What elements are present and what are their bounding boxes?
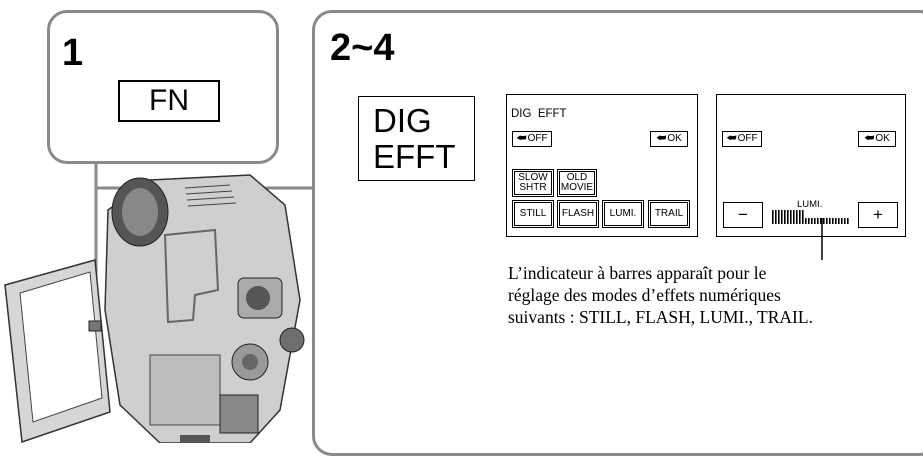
ok-label: OK [875, 134, 889, 145]
fn-button[interactable]: FN [118, 80, 220, 122]
level-bar-tick [847, 218, 849, 224]
level-bar-tick [790, 210, 792, 224]
level-bar-tick [814, 218, 816, 224]
level-bar-indicator [772, 209, 852, 225]
ok-button[interactable]: ⮨OK [858, 131, 896, 147]
return-icon: ⮨ [864, 133, 874, 145]
level-bar-tick [802, 210, 804, 224]
dig-efft-line1: DIG [373, 103, 464, 139]
trail-button[interactable]: TRAIL [648, 200, 690, 228]
level-bar-tick [772, 210, 774, 224]
ok-label: OK [667, 134, 681, 145]
level-bar-tick [805, 218, 807, 224]
return-icon: ⮨ [726, 133, 736, 145]
ok-button[interactable]: ⮨OK [650, 131, 688, 147]
return-icon: ⮨ [516, 133, 526, 145]
note-line-2: réglage des modes d’effets numériques [508, 284, 781, 306]
level-bar-tick [799, 210, 801, 224]
level-bar-tick [811, 218, 813, 224]
flash-button[interactable]: FLASH [557, 200, 599, 228]
level-bar-tick [841, 218, 843, 224]
off-button[interactable]: ⮨OFF [512, 131, 552, 147]
lumi-button[interactable]: LUMI. [602, 200, 644, 228]
level-bar-tick [796, 210, 798, 224]
menu-title: DIG EFFT [511, 108, 567, 120]
minus-button[interactable]: − [723, 202, 763, 228]
dig-efft-label[interactable]: DIG EFFT [358, 96, 475, 181]
plus-button[interactable]: + [858, 202, 898, 228]
level-bar-tick [835, 218, 837, 224]
callout-line [820, 218, 824, 260]
level-bar-tick [775, 210, 777, 224]
level-bar-tick [832, 218, 834, 224]
note-line-1: L’indicateur à barres apparaît pour le [508, 262, 766, 284]
off-label: OFF [528, 134, 548, 145]
lumi-adjust-screen: ⮨OFF ⮨OK − + LUMI. [716, 94, 906, 237]
level-bar-tick [793, 210, 795, 224]
step1-number: 1 [62, 32, 83, 75]
level-bar-tick [808, 218, 810, 224]
level-bar-tick [829, 218, 831, 224]
still-button[interactable]: STILL [512, 200, 554, 228]
level-bar-tick [838, 218, 840, 224]
level-bar-tick [784, 210, 786, 224]
off-label: OFF [738, 134, 758, 145]
level-bar-tick [826, 218, 828, 224]
return-icon: ⮨ [656, 133, 666, 145]
step2-number: 2~4 [330, 27, 394, 70]
movie-label: MOVIE [561, 183, 593, 194]
level-bar-tick [844, 218, 846, 224]
shtr-label: SHTR [518, 183, 547, 194]
dig-efft-line2: EFFT [373, 139, 464, 175]
note-line-3: suivants : STILL, FLASH, LUMI., TRAIL. [508, 306, 813, 328]
level-bar-tick [817, 218, 819, 224]
camcorder-illustration [0, 150, 310, 443]
level-bar-tick [787, 210, 789, 224]
off-button[interactable]: ⮨OFF [722, 131, 762, 147]
level-bar-tick [781, 210, 783, 224]
level-bar-tick [778, 210, 780, 224]
